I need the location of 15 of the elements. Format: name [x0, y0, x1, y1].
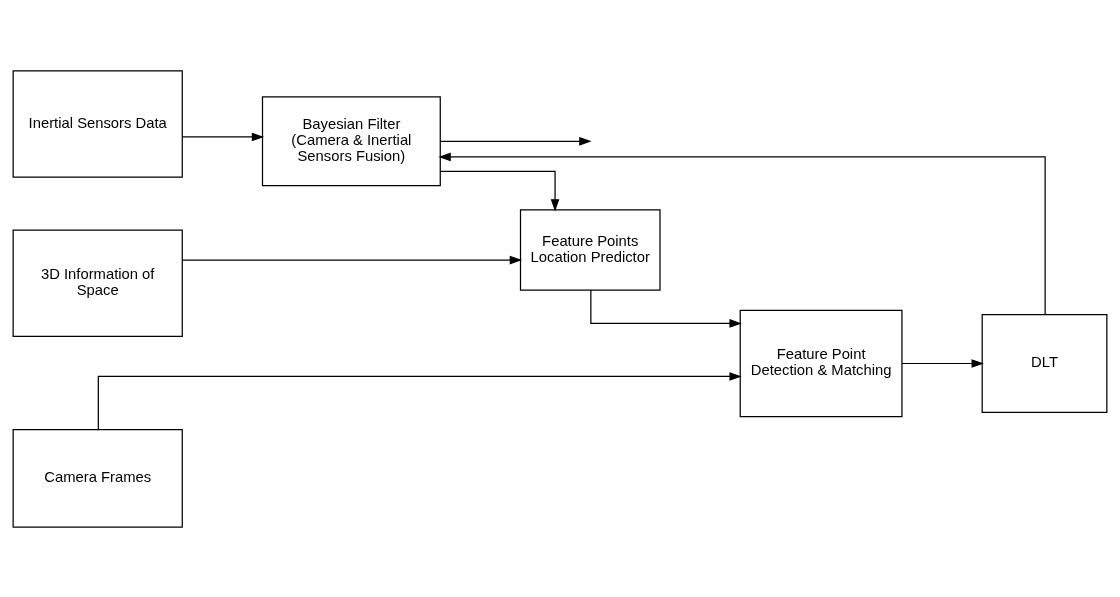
node-box: Inertial Sensors Data — [12, 69, 183, 178]
arrow — [901, 358, 984, 368]
node-box: Camera Frames — [12, 428, 183, 528]
arrow — [181, 132, 265, 141]
node-box: Feature Points Location Predictor — [519, 208, 661, 291]
node-box: Feature Point Detection & Matching — [739, 309, 903, 417]
arrow — [439, 136, 592, 146]
arrow — [440, 170, 560, 212]
arrow — [438, 152, 1046, 315]
arrow — [181, 255, 523, 264]
node-box: DLT — [981, 313, 1108, 413]
arrow — [97, 371, 742, 430]
node-box: 3D Information of Space — [12, 229, 183, 337]
node-box: Bayesian Filter (Camera & Inertial Sensors Fusion) — [261, 95, 441, 186]
arrow — [590, 289, 742, 328]
